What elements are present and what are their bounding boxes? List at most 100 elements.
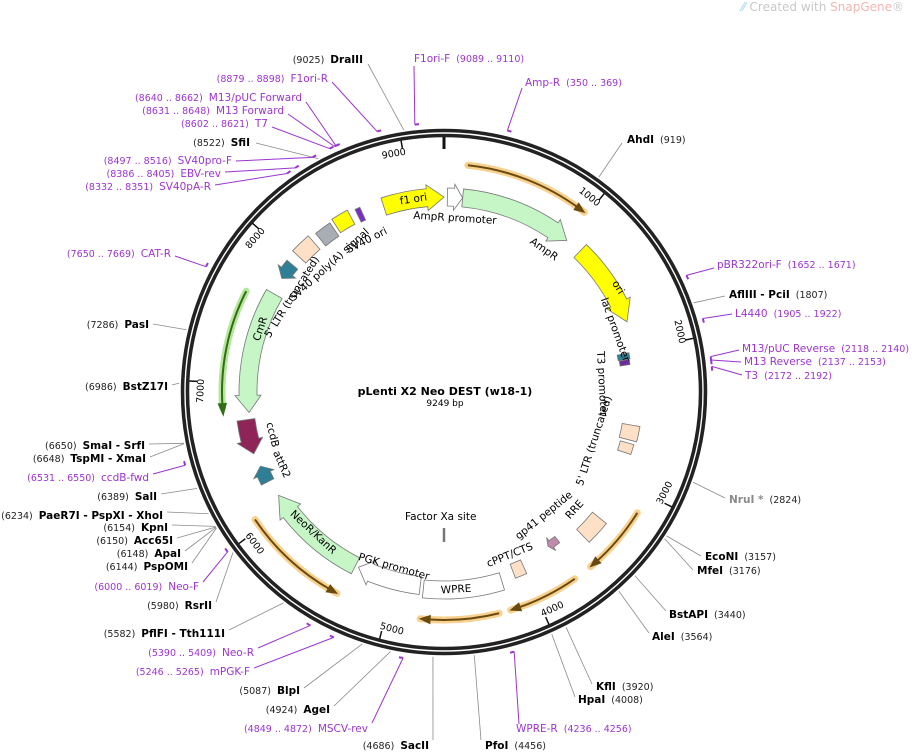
primer-label-mpgk-f[interactable]: (5246 .. 5265)mPGK-F <box>135 666 250 678</box>
primer-label-t3[interactable]: T3(2172 .. 2192) <box>745 370 832 382</box>
enzyme-label-apai[interactable]: (6148)ApaI <box>116 548 181 560</box>
enzyme-label-bstz17i[interactable]: (6986)BstZ17I <box>85 381 168 393</box>
primer-leader-line <box>711 365 743 376</box>
primer-binding-mark <box>205 262 209 268</box>
ccdb-arrow <box>236 418 264 455</box>
small-feature-box <box>354 206 367 223</box>
enzyme-label-nrui[interactable]: NruI *(2824) <box>729 494 802 506</box>
feature-label[interactable]: WPRE <box>440 583 471 597</box>
enzyme-label-pfoi[interactable]: PfoI(4456) <box>485 740 546 752</box>
primer-label-sv40pa-r[interactable]: (8332 .. 8351)SV40pA-R <box>85 181 211 193</box>
primer-label-m13-puc-forward[interactable]: (8640 .. 8662)M13/pUC Forward <box>134 92 302 104</box>
primer-binding-mark <box>507 129 512 133</box>
primer-label-t7[interactable]: (8602 .. 8621)T7 <box>181 118 268 130</box>
attr2-arrow <box>252 465 276 486</box>
tick-label: 7000 <box>195 379 207 404</box>
enzyme-label-pasi[interactable]: (7286)PasI <box>86 319 149 331</box>
primer-label-m13-forward[interactable]: (8631 .. 8648)M13 Forward <box>142 105 284 117</box>
snapgene-watermark: ⁄⁄Created with SnapGene® <box>741 0 904 14</box>
primer-binding-mark <box>398 656 404 659</box>
cmr-orf-arrowhead <box>217 402 227 417</box>
enzyme-label-sfii[interactable]: (8522)SfiI <box>193 137 250 149</box>
primer-leader-line <box>686 267 715 276</box>
enzyme-label-sali[interactable]: (6389)SalI <box>97 491 157 503</box>
enzyme-label-aflIII-pcii[interactable]: AflIII - PciI(1807) <box>729 289 828 301</box>
feature-label[interactable]: attR2 <box>270 449 293 480</box>
enzyme-leader-line <box>148 442 185 445</box>
enzyme-leader-line <box>184 526 217 552</box>
feature-label[interactable]: ccdB <box>263 421 281 449</box>
primer-leader-line <box>253 636 334 669</box>
enzyme-label-rsrii[interactable]: (5980)RsrII <box>147 600 212 612</box>
primer-label-f1ori-r[interactable]: (8879 .. 8898)F1ori-R <box>216 73 328 85</box>
primer-leader-line <box>371 657 404 724</box>
enzyme-label-kfli[interactable]: KflI(3920) <box>596 681 654 693</box>
rre-box <box>576 511 607 543</box>
tick-mark <box>238 538 246 545</box>
enzyme-label-draiii[interactable]: (9025)DraIII <box>292 54 363 66</box>
primer-label-m13-reverse[interactable]: M13 Reverse(2137 .. 2153) <box>744 356 886 368</box>
tick-mark <box>685 337 694 341</box>
orf-arcs <box>217 161 641 625</box>
enzyme-label-blpi[interactable]: (5087)BlpI <box>239 685 300 697</box>
primer-label-neo-f[interactable]: (6000 .. 6019)Neo-F <box>94 581 199 593</box>
enzyme-label-kpni[interactable]: (6154)KpnI <box>103 522 168 534</box>
enzyme-label-mfei[interactable]: MfeI(3176) <box>697 565 761 577</box>
primer-label-f1ori-f[interactable]: F1ori-F(9089 .. 9110) <box>414 53 525 65</box>
primer-binding-mark <box>685 274 690 280</box>
feature-label-factor-xa-site[interactable]: Factor Xa site <box>405 511 477 523</box>
ampr-arrow <box>461 188 568 242</box>
enzyme-label-pspomi[interactable]: (6144)PspOMI <box>105 561 188 573</box>
primer-label-ebv-rev[interactable]: (8386 .. 8405)EBV-rev <box>106 168 222 180</box>
primer-label-cat-r[interactable]: (7650 .. 7669)CAT-R <box>66 248 171 260</box>
t3-promoter-box <box>618 358 631 367</box>
primer-label-neo-r[interactable]: (5390 .. 5409)Neo-R <box>148 647 254 659</box>
primer-label-sv40pro-f[interactable]: (8497 .. 8516)SV40pro-F <box>103 155 232 167</box>
tick-mark <box>544 616 550 625</box>
tick-mark <box>400 140 404 149</box>
primer-label-amp-r[interactable]: Amp-R(350 .. 369) <box>525 77 622 89</box>
primer-binding-mark <box>224 547 229 553</box>
enzyme-leader-line <box>598 142 623 178</box>
primer-leader-line <box>235 156 313 162</box>
enzyme-label-pflfi[interactable]: (5582)PflFI - Tth111I <box>103 628 225 640</box>
feature-label[interactable]: T3 promoter <box>594 350 609 417</box>
primer-label-ccdb-fwd[interactable]: (6531 .. 6550)ccdB-fwd <box>27 472 149 484</box>
enzyme-label-alei[interactable]: AleI(3564) <box>652 631 713 643</box>
feature-label[interactable]: cPPT/CTS <box>485 540 535 570</box>
feature-label[interactable]: AmpR promoter <box>413 210 498 227</box>
enzyme-label-agei[interactable]: (4924)AgeI <box>265 704 330 716</box>
primer-label-mscv-rev[interactable]: (4849 .. 4872)MSCV-rev <box>243 723 368 735</box>
enzyme-leader-line <box>149 443 185 458</box>
enzyme-leader-line <box>692 481 726 499</box>
neor-kanr-arrow <box>278 494 361 575</box>
enzyme-label-acc65i[interactable]: (6150)Acc65I <box>96 535 173 547</box>
enzyme-label-econi[interactable]: EcoNI(3157) <box>705 551 776 563</box>
lac-operator-box <box>616 352 631 362</box>
enzyme-label-smai[interactable]: (6650)SmaI - SrfI <box>45 440 145 452</box>
wpre-box <box>421 572 506 600</box>
primer-label-l4440[interactable]: L4440(1905 .. 1922) <box>735 308 842 320</box>
enzyme-leader-line <box>367 63 405 131</box>
primer-leader-line <box>331 81 378 132</box>
enzyme-leader-line <box>551 633 576 698</box>
enzyme-label-bstapi[interactable]: BstAPI(3440) <box>669 609 746 621</box>
primer-leader-line <box>506 87 523 131</box>
enzyme-label-ahdi[interactable]: AhdI(919) <box>627 134 686 146</box>
primer-label-m13-puc-reverse[interactable]: M13/pUC Reverse(2118 .. 2140) <box>742 343 910 355</box>
ltr-truncated-box-right-2 <box>617 440 635 456</box>
primer-leader-line <box>257 624 311 649</box>
snapgene-logo-icon: ⁄⁄ <box>741 0 746 14</box>
enzyme-label-tspmi[interactable]: (6648)TspMI - XmaI <box>32 453 146 465</box>
feature-label[interactable]: NeoR/KanR <box>288 508 339 557</box>
primer-binding-mark <box>311 154 317 159</box>
enzyme-leader-line <box>634 575 667 612</box>
primer-label-pbr322ori-f[interactable]: pBR322ori-F(1652 .. 1671) <box>717 259 856 271</box>
enzyme-label-paer7i[interactable]: (6234)PaeR7I - PspXI - XhoI <box>1 510 163 522</box>
orf-line <box>254 518 333 592</box>
primer-label-wpre-r[interactable]: WPRE-R(4236 .. 4256) <box>516 723 632 735</box>
enzyme-label-sacii[interactable]: (4686)SacII <box>362 740 429 752</box>
feature-label[interactable]: f1 ori <box>399 191 428 207</box>
enzyme-label-hpai[interactable]: HpaI(4008) <box>578 694 643 706</box>
